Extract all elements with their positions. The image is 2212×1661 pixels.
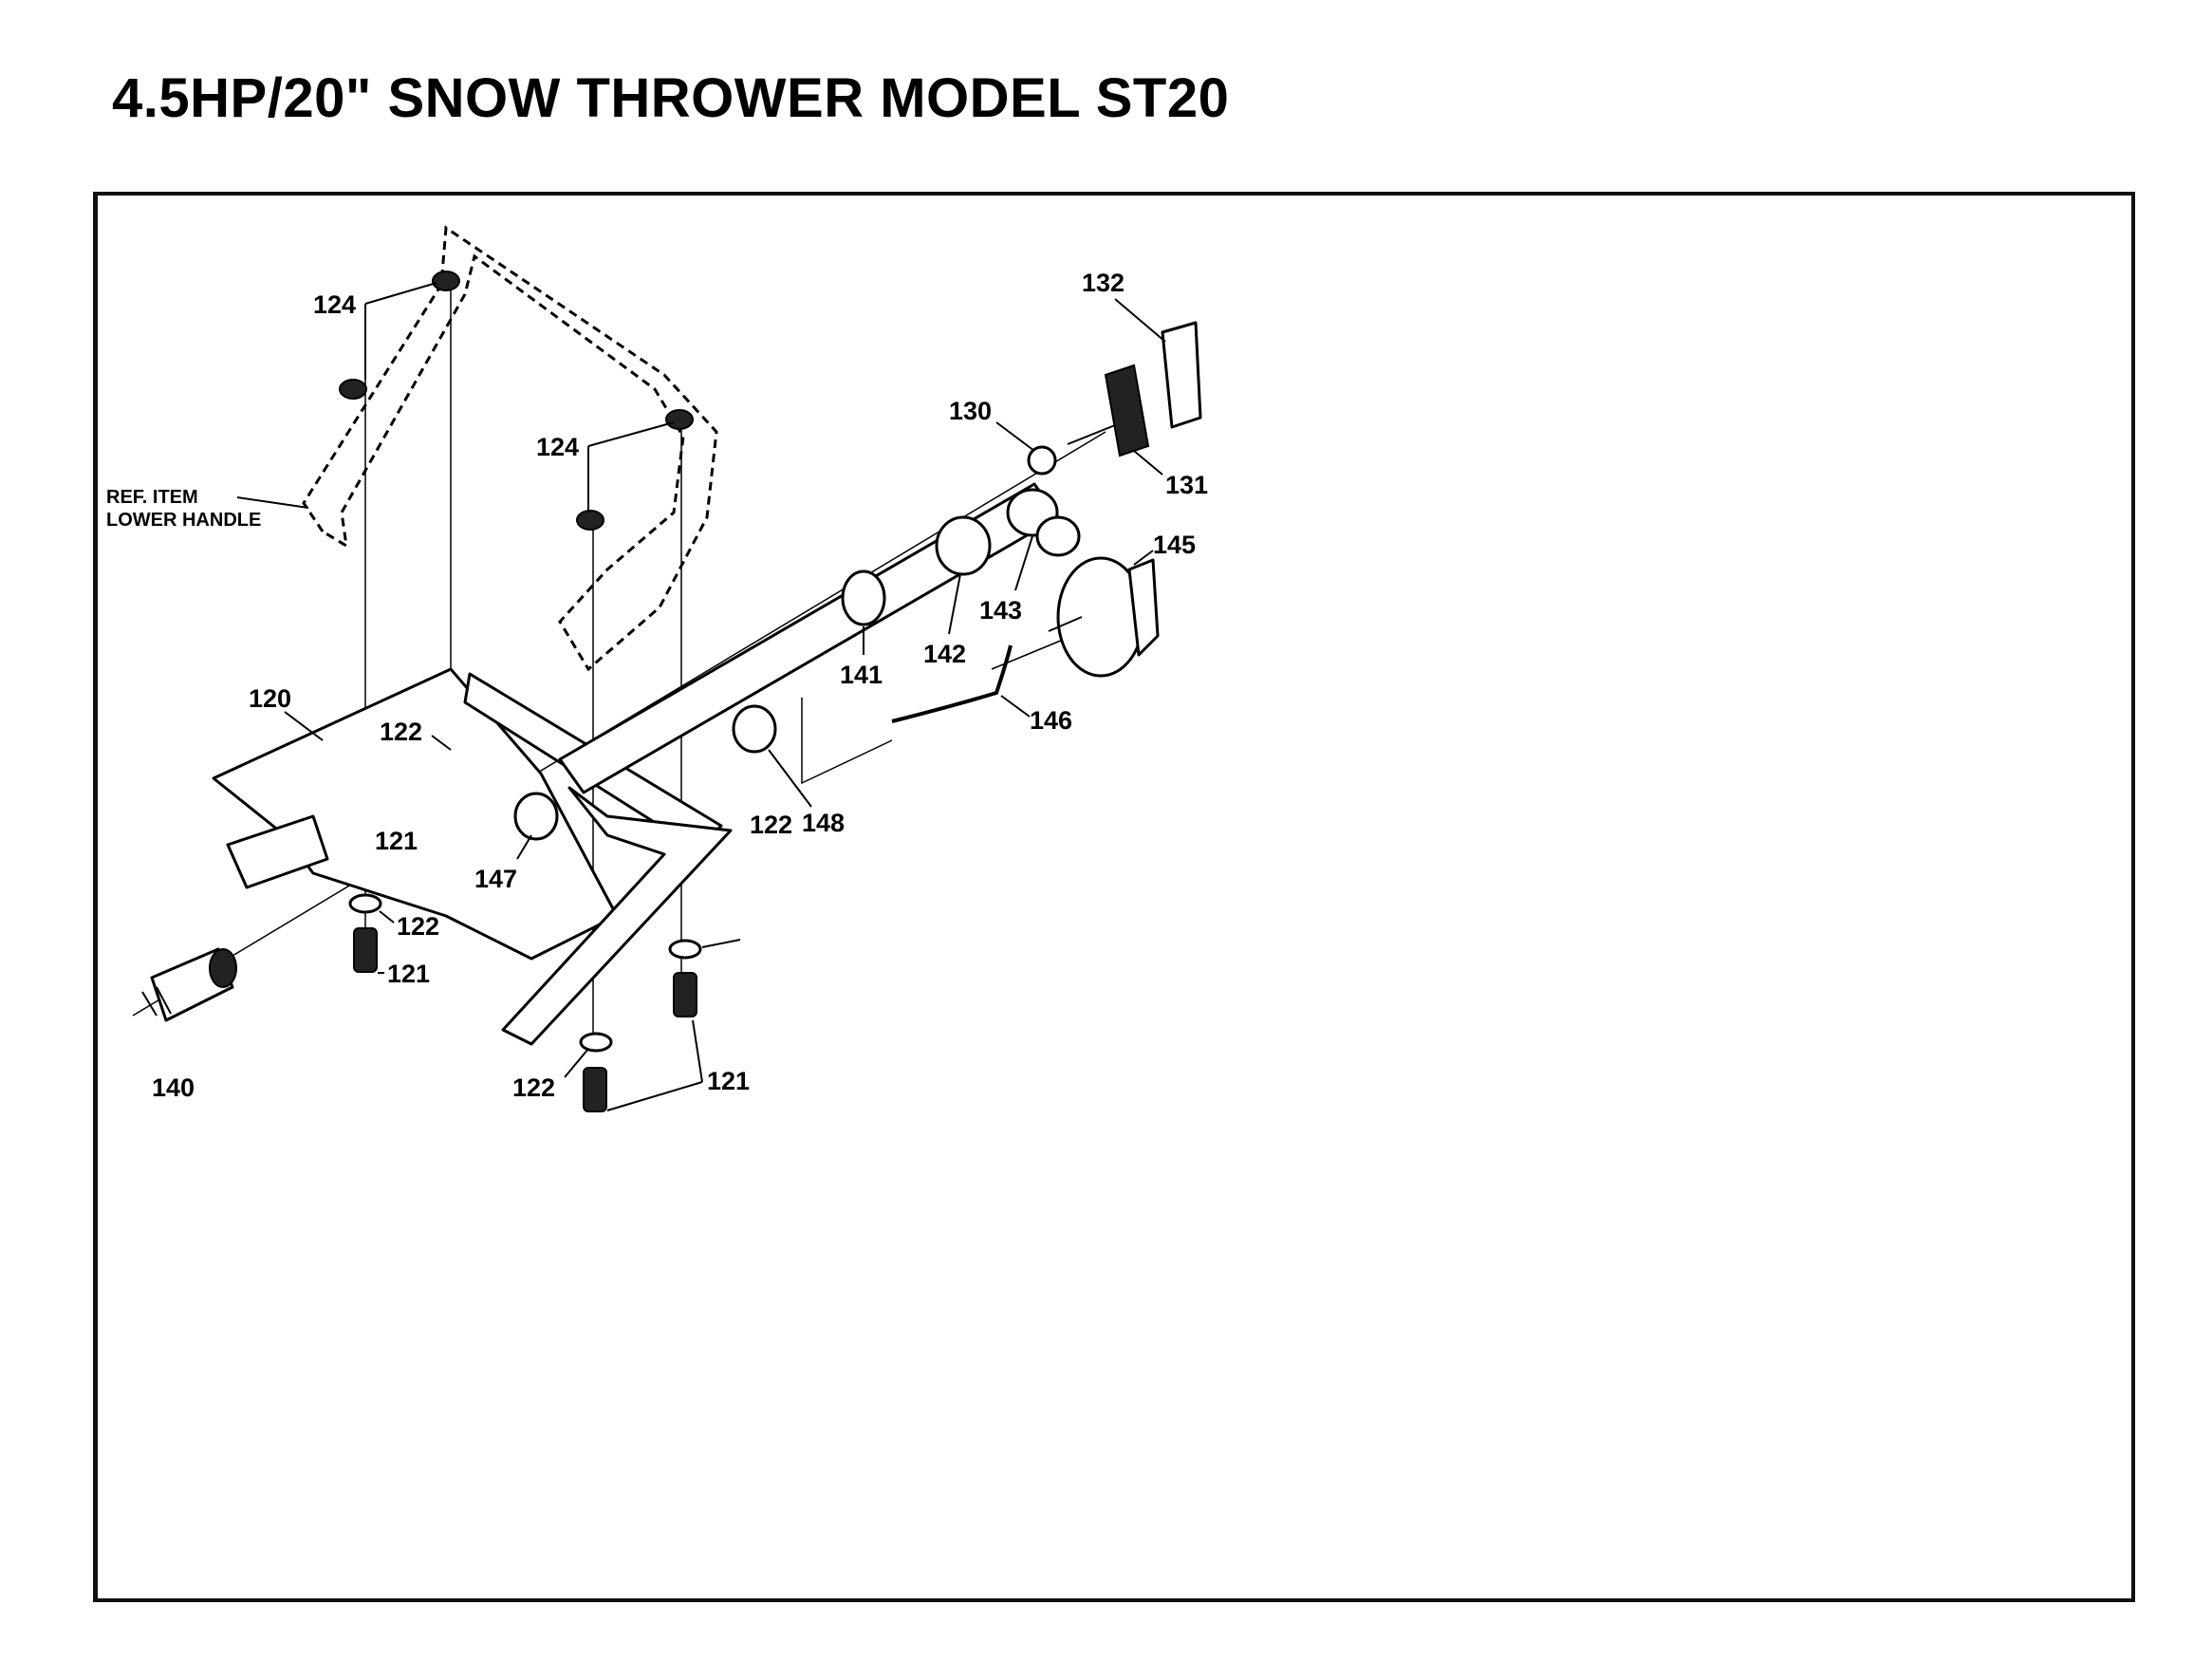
diagram-frame — [93, 192, 2135, 1602]
bolt-121-icon — [673, 972, 697, 1017]
lower-handle-outline — [302, 225, 718, 672]
washer-122-icon — [579, 1032, 613, 1053]
nut-124-icon — [339, 379, 367, 400]
label-122: 122 — [397, 912, 439, 941]
reference-note-line1: REF. ITEM — [106, 487, 198, 508]
reference-note-line2: LOWER HANDLE — [106, 510, 261, 531]
label-120: 120 — [249, 684, 291, 713]
label-141: 141 — [840, 661, 883, 689]
label-121: 121 — [707, 1067, 750, 1095]
washer-122-icon — [668, 939, 702, 960]
label-131: 131 — [1165, 471, 1208, 499]
washer-122-icon — [348, 893, 382, 914]
nut-124-icon — [576, 510, 604, 531]
bolt-121-icon — [353, 927, 378, 973]
label-122: 122 — [750, 811, 792, 839]
label-143: 143 — [979, 596, 1022, 625]
ignition-components — [841, 321, 1202, 723]
bushing-147-icon — [513, 792, 559, 841]
switch-140-icon — [141, 947, 237, 1022]
label-140: 140 — [152, 1073, 195, 1102]
nut-142-icon — [935, 515, 992, 576]
label-146: 146 — [1030, 706, 1072, 735]
label-124: 124 — [536, 433, 579, 461]
label-121: 121 — [387, 960, 430, 988]
bushing-148-icon — [732, 704, 777, 754]
key-143-icon — [1006, 488, 1081, 557]
cable-146 — [891, 644, 1013, 723]
primer-bulb-145-icon — [1048, 556, 1160, 678]
hardware — [339, 271, 777, 1112]
ring-141-icon — [841, 569, 886, 626]
label-148: 148 — [802, 809, 845, 837]
side-bracket — [501, 786, 733, 1046]
page-title: 4.5HP/20" SNOW THROWER MODEL ST20 — [112, 67, 1230, 129]
switch-cover-132-icon — [1161, 321, 1202, 429]
label-142: 142 — [923, 640, 966, 668]
label-132: 132 — [1082, 269, 1125, 297]
part-labels: 124 124 120 122 121 122 121 140 147 122 … — [152, 269, 1208, 1111]
label-130: 130 — [949, 397, 992, 425]
bolt-121-icon — [583, 1067, 607, 1112]
label-122: 122 — [512, 1073, 555, 1102]
label-122: 122 — [380, 718, 422, 746]
label-147: 147 — [474, 865, 517, 893]
switch-131-icon — [1067, 364, 1150, 457]
nut-124-icon — [432, 271, 460, 291]
label-121: 121 — [375, 827, 418, 855]
washer-130-icon — [1027, 445, 1057, 476]
label-145: 145 — [1153, 531, 1196, 559]
label-124: 124 — [313, 290, 356, 319]
nut-124-icon — [665, 409, 694, 430]
